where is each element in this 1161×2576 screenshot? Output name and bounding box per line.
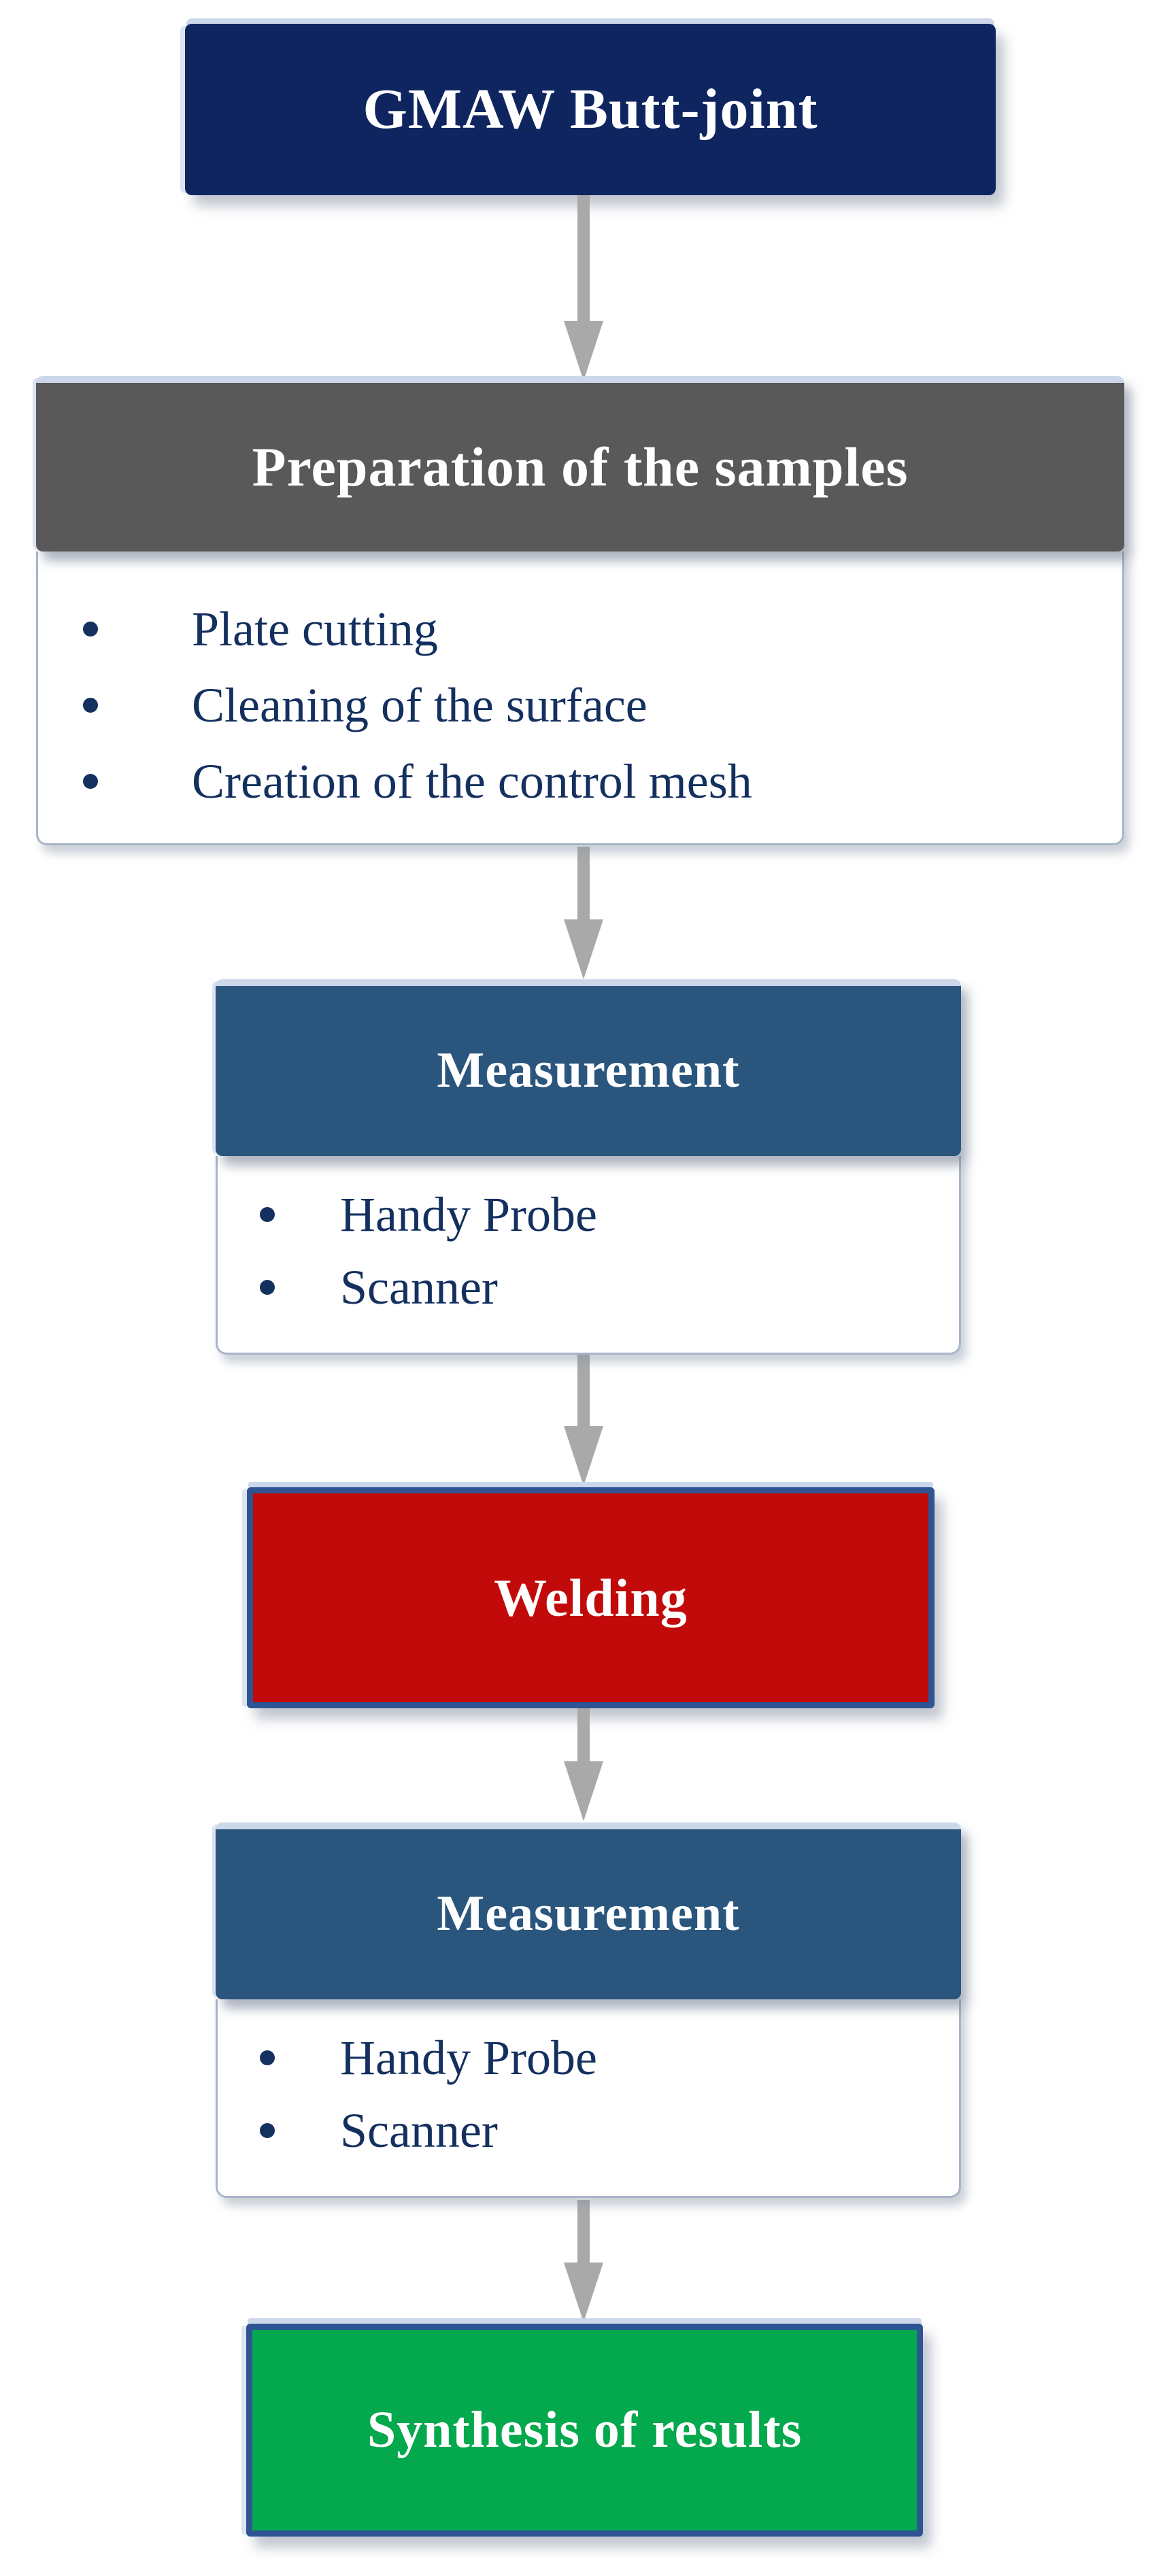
measurement-header-label: Measurement <box>437 1886 740 1942</box>
arrow-shaft <box>577 1708 590 1761</box>
node-measurement-after-welding: Measurement Handy Probe Scanner <box>216 1823 961 2198</box>
arrow-shaft <box>577 195 590 321</box>
node-synthesis-of-results: Synthesis of results <box>246 2324 923 2537</box>
list-item: Handy Probe <box>218 2021 959 2094</box>
preparation-header-label: Preparation of the samples <box>252 435 909 498</box>
measurement-body: Handy Probe Scanner <box>216 1156 961 1355</box>
preparation-header: Preparation of the samples <box>36 376 1124 552</box>
preparation-list: Plate cutting Cleaning of the surface Cr… <box>38 591 1122 819</box>
arrow-head <box>564 321 603 381</box>
arrow-head <box>564 1426 603 1486</box>
bullet-icon <box>83 622 98 637</box>
measurement-list: Handy Probe Scanner <box>218 1178 959 1323</box>
list-item: Cleaning of the surface <box>38 667 1122 743</box>
measurement-header: Measurement <box>216 979 961 1156</box>
bullet-icon <box>260 1206 275 1222</box>
arrow-shaft <box>577 2200 590 2263</box>
list-item: Plate cutting <box>38 591 1122 667</box>
list-item-label: Cleaning of the surface <box>192 678 647 732</box>
list-item: Scanner <box>218 2094 959 2167</box>
arrow-shaft <box>577 1353 590 1426</box>
bullet-icon <box>260 2122 275 2138</box>
preparation-body: Plate cutting Cleaning of the surface Cr… <box>36 552 1124 845</box>
list-item-label: Handy Probe <box>340 1187 597 1242</box>
node-welding: Welding <box>247 1487 935 1708</box>
measurement-header: Measurement <box>216 1823 961 1999</box>
measurement-header-label: Measurement <box>437 1043 740 1099</box>
list-item-label: Scanner <box>340 2103 498 2158</box>
list-item: Scanner <box>218 1251 959 1323</box>
node-measurement-before-welding: Measurement Handy Probe Scanner <box>216 979 961 1355</box>
arrow-head <box>564 1761 603 1821</box>
bullet-icon <box>260 1279 275 1295</box>
down-arrow-icon-3 <box>564 1353 603 1486</box>
bullet-icon <box>83 698 98 713</box>
measurement-list: Handy Probe Scanner <box>218 2021 959 2167</box>
list-item: Handy Probe <box>218 1178 959 1251</box>
down-arrow-icon-4 <box>564 1708 603 1821</box>
down-arrow-icon-5 <box>564 2200 603 2322</box>
list-item-label: Plate cutting <box>192 602 438 656</box>
list-item-label: Creation of the control mesh <box>192 754 752 809</box>
list-item-label: Scanner <box>340 1259 498 1315</box>
arrow-head <box>564 2263 603 2322</box>
node-gmaw-label: GMAW Butt-joint <box>363 77 818 141</box>
node-synthesis-label: Synthesis of results <box>367 2401 803 2458</box>
down-arrow-icon-1 <box>564 195 603 381</box>
bullet-icon <box>83 774 98 789</box>
down-arrow-icon-2 <box>564 847 603 979</box>
bullet-icon <box>260 2050 275 2065</box>
arrow-head <box>564 919 603 979</box>
list-item: Creation of the control mesh <box>38 743 1122 819</box>
node-welding-label: Welding <box>494 1567 688 1627</box>
measurement-body: Handy Probe Scanner <box>216 1999 961 2198</box>
node-gmaw-butt-joint: GMAW Butt-joint <box>185 24 996 195</box>
list-item-label: Handy Probe <box>340 2030 597 2085</box>
arrow-shaft <box>577 847 590 919</box>
node-preparation: Preparation of the samples Plate cutting… <box>36 376 1124 845</box>
